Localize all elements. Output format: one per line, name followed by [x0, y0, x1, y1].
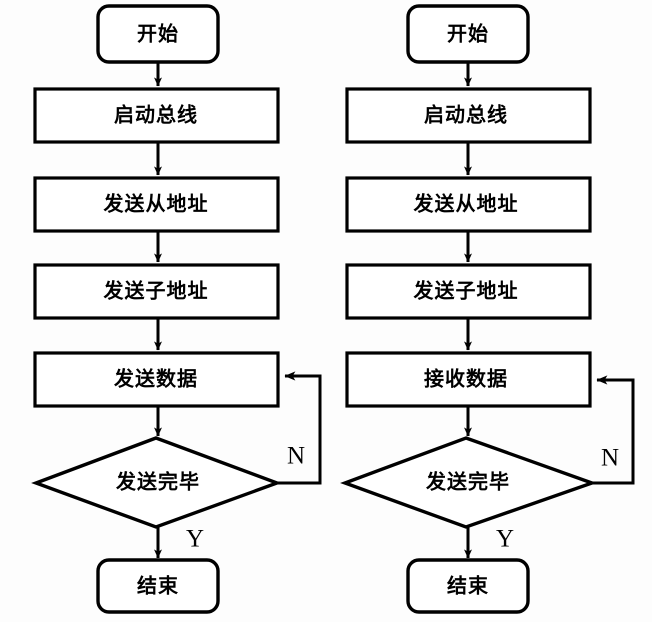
- node-start-r[interactable]: 开始: [406, 4, 530, 64]
- chart-receive-flow: 开始 启动总线 发送从地址 发送子地址 接收数据: [340, 4, 635, 614]
- node-step3[interactable]: 发送子地址: [33, 263, 280, 320]
- step3-shape: [33, 263, 280, 320]
- node-step1-r[interactable]: 启动总线: [345, 87, 592, 144]
- step3-shape-r: [345, 263, 592, 320]
- step4-shape-r: [345, 351, 592, 408]
- step4-shape: [33, 351, 280, 408]
- end-label-r: 结束: [447, 574, 489, 598]
- edge-decision-no-loopback: [277, 371, 322, 485]
- branch-label-yes-r: Y: [496, 526, 514, 553]
- decision-label: 发送完毕: [115, 470, 200, 494]
- step1-shape-r: [345, 87, 592, 144]
- step2-shape-r: [345, 176, 592, 233]
- node-step2[interactable]: 发送从地址: [33, 176, 280, 233]
- start-shape: [96, 4, 220, 64]
- step1-label-r: 启动总线: [424, 103, 508, 127]
- node-step4-r[interactable]: 接收数据: [345, 351, 592, 408]
- node-step2-r[interactable]: 发送从地址: [345, 176, 592, 233]
- connector-group-right: [464, 62, 635, 559]
- step2-shape: [33, 176, 280, 233]
- step2-label-r: 发送从地址: [413, 192, 519, 216]
- node-decision[interactable]: 发送完毕: [31, 436, 282, 529]
- node-step4[interactable]: 发送数据: [33, 351, 280, 408]
- branch-label-no-r: N: [601, 445, 619, 472]
- chart-send-flow: 开始 启动总线 发送从地址 发送子地址 发送数据: [31, 4, 322, 614]
- step4-label-r: 接收数据: [424, 367, 508, 391]
- step4-label: 发送数据: [113, 367, 198, 391]
- step3-label: 发送子地址: [103, 279, 209, 303]
- decision-shape: [31, 436, 282, 529]
- node-end-r[interactable]: 结束: [406, 558, 530, 614]
- branch-label-no: N: [287, 443, 305, 470]
- decision-shape-r: [340, 436, 598, 529]
- end-shape-r: [406, 558, 530, 614]
- node-decision-r[interactable]: 发送完毕: [340, 436, 598, 529]
- start-shape-r: [406, 4, 530, 64]
- node-step1[interactable]: 启动总线: [33, 87, 280, 144]
- step3-label-r: 发送子地址: [413, 279, 519, 303]
- edge-decision-no-loopback-r: [592, 375, 635, 485]
- step2-label: 发送从地址: [103, 192, 209, 216]
- step1-label: 启动总线: [114, 103, 198, 127]
- end-label: 结束: [137, 574, 179, 598]
- step1-shape: [33, 87, 280, 144]
- node-step3-r[interactable]: 发送子地址: [345, 263, 592, 320]
- branch-label-yes: Y: [186, 526, 204, 553]
- connector-group-left: [154, 62, 322, 559]
- start-label-r: 开始: [447, 22, 489, 46]
- decision-label-r: 发送完毕: [425, 470, 510, 494]
- end-shape: [96, 558, 220, 614]
- node-end[interactable]: 结束: [96, 558, 220, 614]
- node-start[interactable]: 开始: [96, 4, 220, 64]
- start-label: 开始: [137, 22, 179, 46]
